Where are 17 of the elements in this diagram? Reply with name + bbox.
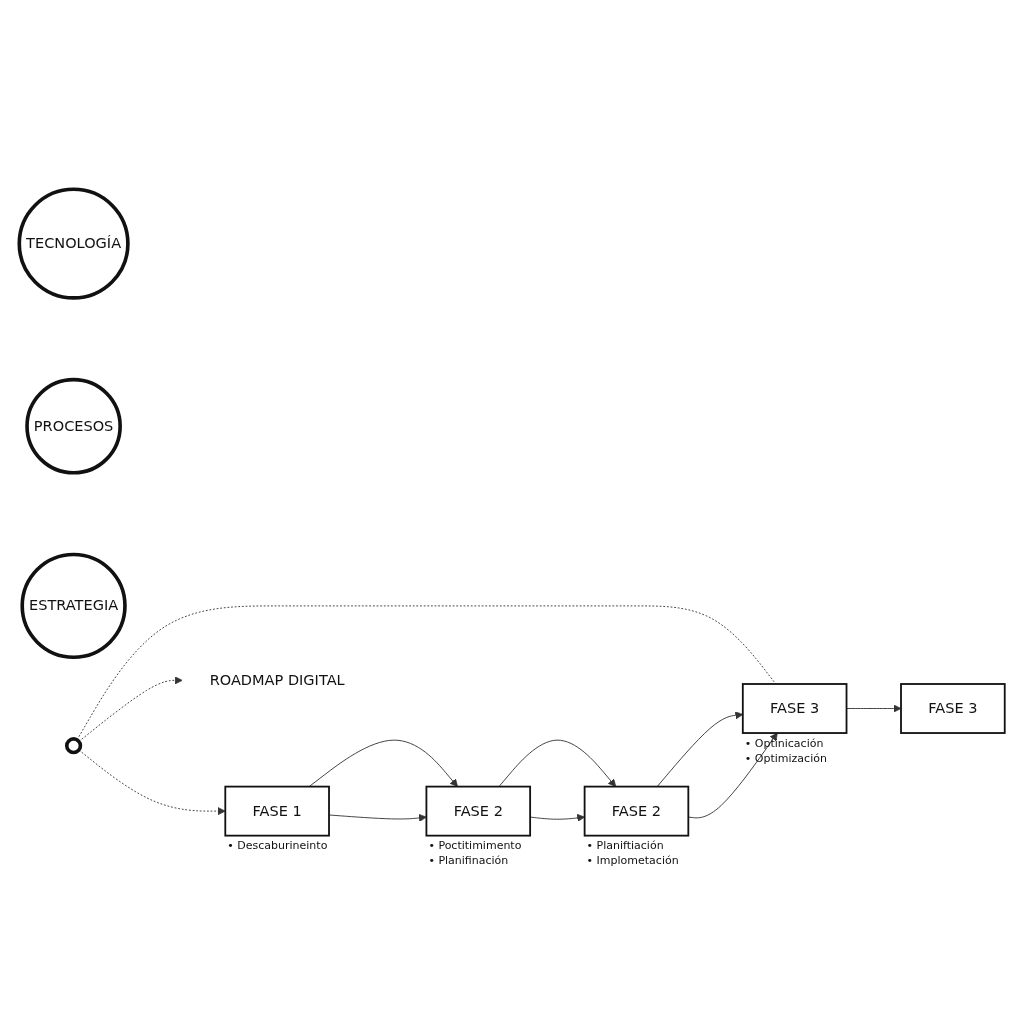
node-box: FASE 1 bbox=[224, 785, 330, 837]
node-circle: PROCESOS bbox=[25, 377, 122, 475]
bullet-note: • Implometación bbox=[586, 854, 679, 869]
bullet-note: • Optinicación bbox=[744, 736, 824, 751]
node-box: FASE 3 bbox=[900, 682, 1006, 734]
node-box: FASE 3 bbox=[741, 682, 848, 734]
bullet-note: • Planiftiación bbox=[586, 839, 664, 854]
bullet-note: • Optimización bbox=[744, 751, 827, 766]
node-box: FASE 2 bbox=[583, 785, 690, 837]
node-circle bbox=[64, 736, 83, 754]
node-circle: TECNOLOGÍA bbox=[17, 187, 130, 300]
bullet-note: • Descaburineinto bbox=[227, 839, 328, 854]
node-box: FASE 2 bbox=[425, 785, 532, 837]
bullet-note: • Poctitimimento bbox=[428, 839, 522, 854]
node-circle: ESTRATEGIA bbox=[20, 552, 127, 659]
node-text: ROADMAP DIGITAL bbox=[209, 670, 345, 689]
bullet-note: • Planifinación bbox=[428, 854, 509, 869]
